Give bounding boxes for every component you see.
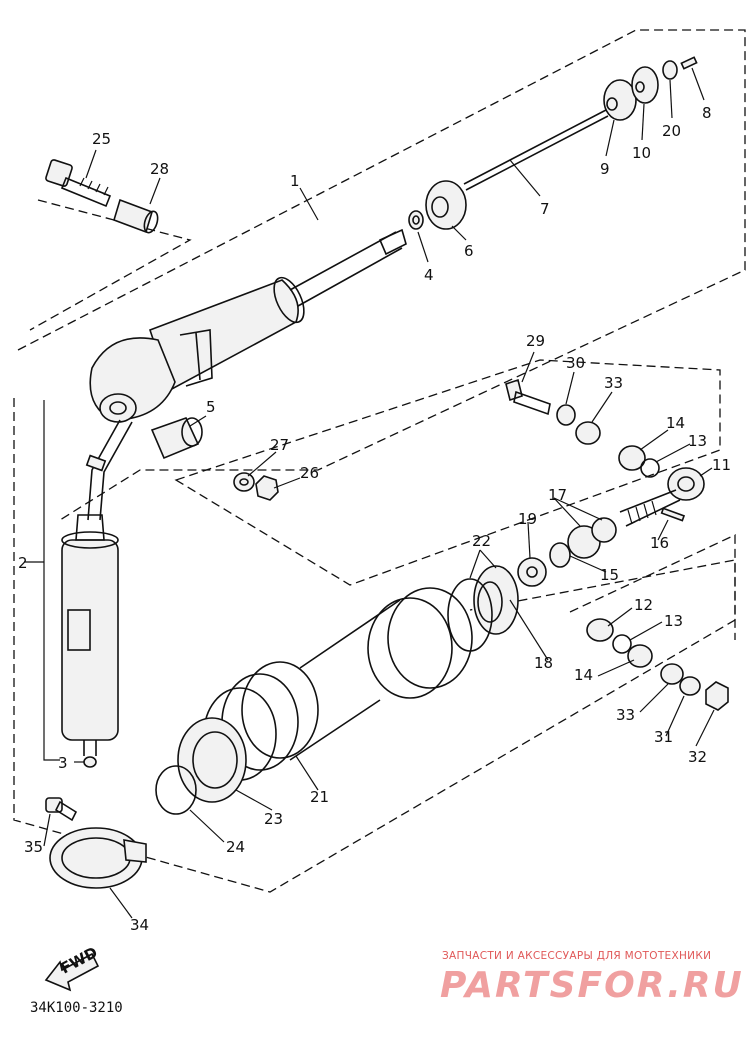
callout-2: 2: [18, 554, 28, 572]
callout-32: 32: [688, 748, 707, 766]
callout-24: 24: [226, 838, 245, 856]
callout-13-upper: 13: [688, 432, 707, 450]
eye-11: [619, 467, 705, 527]
callout-17: 17: [548, 486, 567, 504]
linkage-kit-outline: [174, 359, 721, 586]
bolt-25: [45, 159, 112, 208]
bumper-9: [603, 79, 637, 121]
callout-26: 26: [300, 464, 319, 482]
callout-21: 21: [310, 788, 329, 806]
collar-28: [113, 198, 159, 234]
bolt-kit-outline: [29, 199, 192, 331]
callout-15: 15: [600, 566, 619, 584]
callout-12: 12: [634, 596, 653, 614]
callout-numbers: 25 28 1 4 6 7 9 10 20 8 5 27 26 29 30 33…: [18, 104, 731, 934]
collar-5: [150, 417, 203, 460]
collar-33a: [575, 421, 601, 445]
bushing-6: [425, 180, 467, 230]
washer-20: [662, 60, 678, 80]
bolt-35: [45, 797, 78, 822]
locknut-17: [567, 517, 617, 559]
callout-35: 35: [24, 838, 43, 856]
washer-31: [679, 676, 701, 696]
leader-lines: [24, 67, 715, 919]
collar-33b: [660, 663, 684, 685]
callout-4: 4: [424, 266, 434, 284]
watermark-subtitle: ЗАПЧАСТИ И АКСЕССУАРЫ ДЛЯ МОТОТЕХНИКИ: [442, 950, 712, 962]
pin-8: [680, 56, 698, 70]
callout-18: 18: [534, 654, 553, 672]
bearing-14a: [618, 445, 646, 471]
callout-8: 8: [702, 104, 712, 122]
callout-1: 1: [290, 172, 300, 190]
callout-5: 5: [206, 398, 216, 416]
circlip-24: [155, 765, 197, 815]
diagram-code: 34K100-3210: [30, 1000, 123, 1016]
washer-30: [556, 404, 576, 426]
adjuster-kit-outline: [569, 533, 736, 640]
assembly-outlines: [13, 29, 746, 893]
callout-34: 34: [130, 916, 149, 934]
callout-19: 19: [518, 510, 537, 528]
rod-7: [463, 109, 609, 191]
nut-15: [549, 542, 571, 568]
clip-13a: [640, 458, 660, 478]
callout-9: 9: [600, 160, 610, 178]
callout-14-upper: 14: [666, 414, 685, 432]
callout-33-lower: 33: [616, 706, 635, 724]
callout-31: 31: [654, 728, 673, 746]
shock-body: [89, 228, 407, 423]
shock-assembly-outline: [17, 29, 746, 521]
callout-25: 25: [92, 130, 111, 148]
callout-22: 22: [472, 532, 491, 550]
callout-30: 30: [566, 354, 585, 372]
collar-12: [586, 618, 614, 642]
spring-guide-23: [177, 717, 247, 803]
bolt-29: [505, 378, 551, 416]
callout-3: 3: [58, 754, 68, 772]
callout-13-lower: 13: [664, 612, 683, 630]
callout-11: 11: [712, 456, 731, 474]
callout-14-lower: 14: [574, 666, 593, 684]
nut-32: [705, 681, 729, 711]
callout-33-upper: 33: [604, 374, 623, 392]
callout-6: 6: [464, 242, 474, 260]
washer-27: [233, 472, 255, 492]
clip-13b: [612, 634, 632, 654]
callout-29: 29: [526, 332, 545, 350]
callout-23: 23: [264, 810, 283, 828]
callout-27: 27: [270, 436, 289, 454]
pin-16: [660, 507, 686, 522]
cup-10: [631, 66, 659, 104]
reservoir-hose: [85, 419, 133, 521]
callout-10: 10: [632, 144, 651, 162]
callout-28: 28: [150, 160, 169, 178]
callout-20: 20: [662, 122, 681, 140]
lower-assembly-outline: [13, 398, 736, 893]
nut-26: [255, 475, 279, 501]
watermark-logo: PARTSFOR.RU: [440, 965, 744, 1006]
nut-4: [408, 210, 424, 230]
bearing-14b: [627, 644, 653, 668]
fwd-arrow: FWD: [44, 943, 101, 992]
reservoir: [61, 514, 119, 768]
callout-16: 16: [650, 534, 669, 552]
spring-seat-22: [473, 565, 519, 635]
callout-7: 7: [540, 200, 550, 218]
guide-19: [517, 557, 547, 587]
clamp-34: [49, 827, 147, 889]
